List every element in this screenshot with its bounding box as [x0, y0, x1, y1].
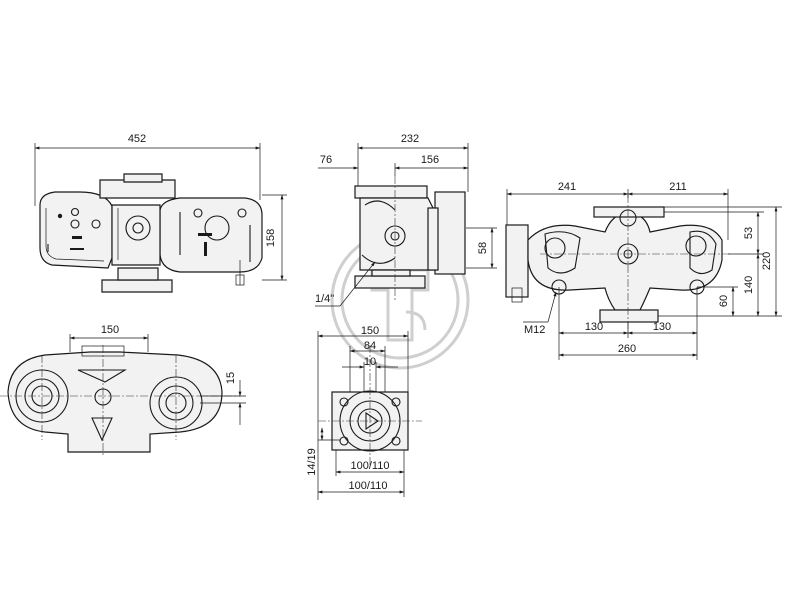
dim-flange-inner: 100/110: [351, 460, 390, 472]
dim-front-height: 158: [265, 229, 277, 247]
dim-side-left: 76: [320, 154, 332, 166]
right-view: 241 211 53 140 220 60 130 130 260 M12: [505, 181, 782, 360]
bolt-label: M12: [524, 324, 545, 336]
dim-inlet-10: 10: [364, 356, 376, 368]
dim-bottom-offset: 150: [101, 324, 119, 336]
inlet-view: 150 84 10 14/19 100/110 100/110: [306, 325, 422, 500]
dim-right-right: 211: [669, 181, 687, 193]
dim-side-right: 156: [421, 154, 439, 166]
dim-right-130a: 130: [585, 321, 603, 333]
dim-side-height: 58: [477, 242, 489, 254]
side-view: 232 76 156 58 1/4": [315, 133, 497, 307]
bottom-view: 150 15: [0, 324, 246, 455]
dim-right-53: 53: [743, 227, 755, 239]
dim-right-60: 60: [718, 295, 730, 307]
dim-front-width: 452: [128, 133, 146, 145]
dim-right-140: 140: [743, 276, 755, 294]
dim-right-130b: 130: [653, 321, 671, 333]
dim-slot: 14/19: [306, 448, 318, 476]
dim-flange-outer: 100/110: [349, 480, 388, 492]
thread-label: 1/4": [315, 293, 334, 305]
dim-side-total: 232: [401, 133, 419, 145]
dim-inlet-150: 150: [361, 325, 379, 337]
dim-right-220: 220: [761, 252, 773, 270]
dim-right-left: 241: [558, 181, 576, 193]
dim-inlet-84: 84: [364, 340, 376, 352]
dim-bottom-small: 15: [225, 372, 237, 384]
dim-right-260: 260: [618, 343, 636, 355]
front-view: 452 158: [34, 133, 287, 293]
